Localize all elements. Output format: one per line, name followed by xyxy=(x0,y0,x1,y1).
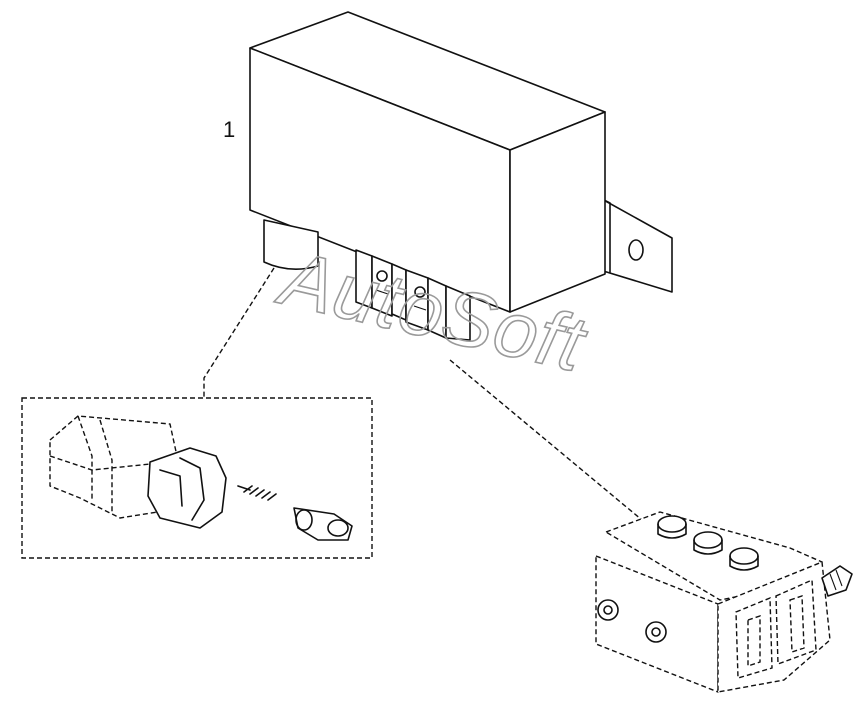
socket-block xyxy=(595,511,853,693)
callout-number: 1 xyxy=(223,117,235,142)
leader-line-left xyxy=(203,267,275,398)
leader-line-right xyxy=(449,359,655,531)
detail-box-connector xyxy=(21,397,373,559)
terminal-pins xyxy=(355,249,471,341)
connector-boss xyxy=(263,219,319,270)
mounting-hole xyxy=(628,239,644,261)
socket-bolts xyxy=(657,515,759,571)
relay-box xyxy=(249,11,673,341)
